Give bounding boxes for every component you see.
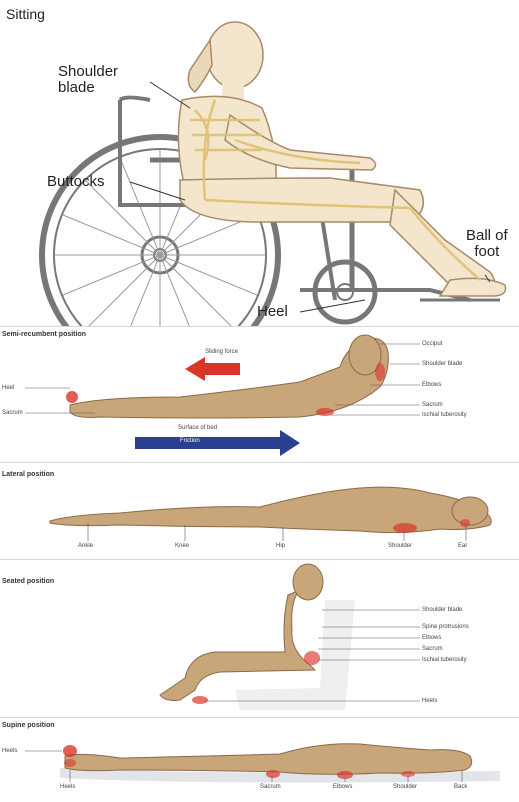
lateral-panel: Lateral position Ankle Knee Hip Shoulder… bbox=[0, 463, 519, 558]
supine-label-1: Sacrum bbox=[260, 784, 281, 790]
seated-title: Seated position bbox=[2, 578, 54, 585]
semi-recumbent-illustration bbox=[0, 327, 519, 461]
supine-left-label: Heels bbox=[2, 748, 17, 754]
semi-right-label-1: Shoulder blade bbox=[422, 361, 462, 367]
supine-figure bbox=[65, 744, 472, 775]
supine-label-0: Heels bbox=[60, 784, 75, 790]
supine-panel: Supine position Heels Heels Sacrum Elbow… bbox=[0, 718, 519, 802]
semi-right-label-4: Ischial tuberosity bbox=[422, 412, 467, 418]
lateral-label-1: Knee bbox=[175, 543, 189, 549]
sliding-force-arrow bbox=[185, 357, 240, 381]
lateral-label-2: Hip bbox=[276, 543, 285, 549]
lateral-title: Lateral position bbox=[2, 471, 54, 478]
seated-panel: Seated position Shoulder blade Spine pro… bbox=[0, 560, 519, 716]
label-heel: Heel bbox=[257, 304, 288, 320]
label-buttocks: Buttocks bbox=[47, 174, 105, 190]
seated-label-2: Elbows bbox=[422, 635, 441, 641]
supine-title: Supine position bbox=[2, 722, 55, 729]
supine-label-4: Back bbox=[454, 784, 467, 790]
semi-left-label-1: Sacrum bbox=[2, 410, 23, 416]
seated-label-3: Sacrum bbox=[422, 646, 443, 652]
seated-label-5: Heels bbox=[422, 698, 437, 704]
semi-right-label-0: Occiput bbox=[422, 341, 442, 347]
surface-of-bed-label: Surface of bed bbox=[178, 425, 217, 431]
semi-recumbent-panel: Semi-recumbent position Sliding force Su… bbox=[0, 327, 519, 461]
semi-recumbent-title: Semi-recumbent position bbox=[2, 331, 86, 338]
lateral-label-3: Shoulder bbox=[388, 543, 412, 549]
sitting-title: Sitting bbox=[6, 6, 45, 22]
sliding-force-label: Sliding force bbox=[205, 349, 238, 355]
label-ball-of-foot: Ball of foot bbox=[466, 228, 508, 260]
sitting-panel: Sitting Shoulder blade Buttocks Heel Bal… bbox=[0, 0, 519, 326]
seated-label-4: Ischial tuberosity bbox=[422, 657, 467, 663]
semi-left-label-0: Heel bbox=[2, 385, 14, 391]
seated-label-0: Shoulder blade bbox=[422, 607, 462, 613]
semi-right-label-2: Elbows bbox=[422, 382, 441, 388]
seated-label-1: Spine protrusions bbox=[422, 624, 469, 630]
lateral-figure bbox=[50, 487, 491, 532]
friction-arrow bbox=[135, 430, 300, 456]
seated-figure bbox=[160, 590, 315, 700]
semi-right-label-3: Sacrum bbox=[422, 402, 443, 408]
lateral-label-4: Ear bbox=[458, 543, 467, 549]
sitting-illustration bbox=[0, 0, 519, 326]
friction-label: Friction bbox=[180, 438, 200, 444]
supine-label-2: Elbows bbox=[333, 784, 352, 790]
lateral-label-0: Ankle bbox=[78, 543, 93, 549]
label-shoulder-blade: Shoulder blade bbox=[58, 64, 118, 96]
supine-label-3: Shoulder bbox=[393, 784, 417, 790]
